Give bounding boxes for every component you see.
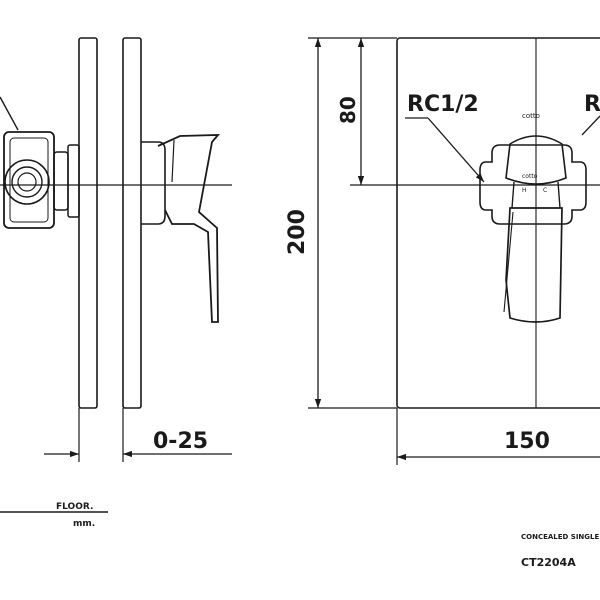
inlet-port-inner [17,172,37,192]
thread-label-right: R [584,92,600,117]
unit-label: mm. [73,519,95,529]
front-handle-top [505,135,567,185]
front-handle-neck [511,181,561,209]
model-number: CT2204A [521,556,576,569]
wall-plate-back [78,37,98,409]
handle-edge [171,139,175,183]
valve-stem [53,151,69,211]
section-leader [0,96,19,131]
hot-label: H [522,187,527,194]
inlet-port-outer [4,159,50,205]
front-view [308,37,600,465]
wall-plate-front [122,37,142,409]
trim-body [141,141,166,225]
height-dimension-label: 200 [285,209,310,255]
front-handle-ridge [503,211,514,313]
handle-lever [157,134,221,323]
handle-brand-label: cotto [522,173,538,180]
cover-plate [396,37,600,409]
valve-collar [67,144,80,218]
cold-label: C [543,187,547,194]
thickness-dimension-label: 0-25 [153,429,208,454]
front-valve-body [479,144,587,225]
front-handle-lever [505,207,563,323]
thread-leader-left [427,117,485,183]
product-description: CONCEALED SINGLE [521,533,599,541]
valve-body-inner [9,137,49,223]
thread-label-left: RC1/2 [407,92,479,117]
inlet-port-mid [11,166,43,198]
floor-label: FLOOR. [56,502,93,512]
thread-leader-right [581,115,600,136]
plate-brand-label: cotto [522,112,540,120]
side-view [0,37,232,462]
width-dimension-label: 150 [504,429,550,454]
offset-dimension-label: 80 [336,96,360,124]
